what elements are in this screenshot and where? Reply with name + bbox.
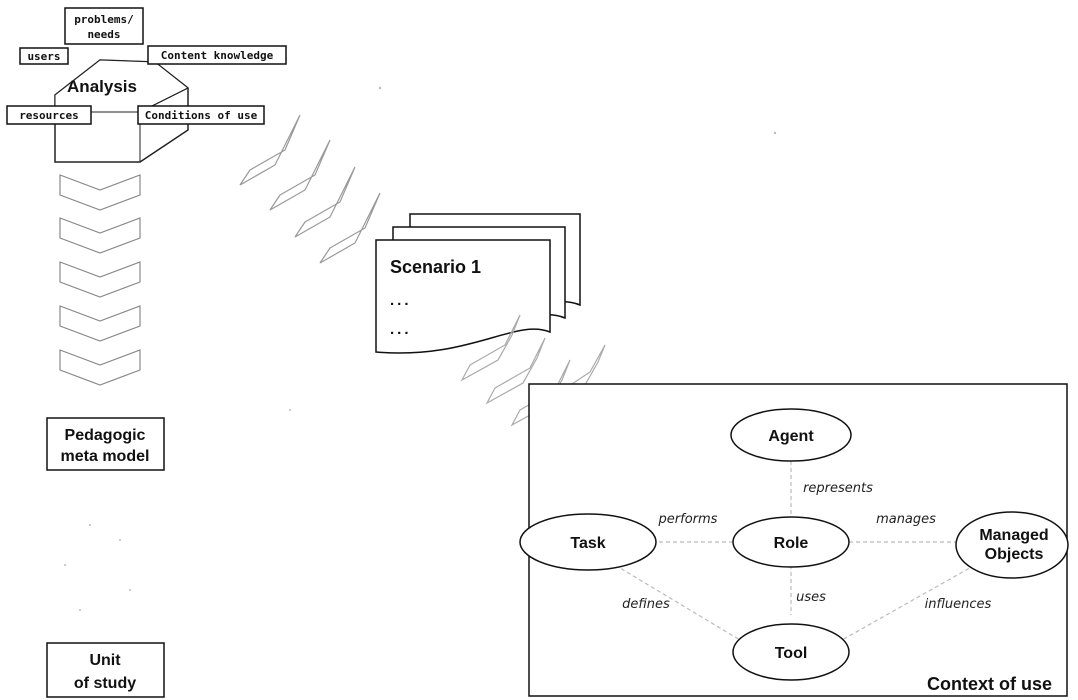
node-managed-objects-label-2: Objects [985,546,1044,563]
pedagogic-meta-model-box: Pedagogic meta model [46,417,165,471]
scenario-stack: Scenario 1 ... ... [375,213,581,354]
unit-of-study-label-1: Unit [89,652,121,669]
faint-dots [64,86,777,611]
facet-problems-label-1: problems/ [74,13,134,26]
unit-of-study-box: Unit of study [46,642,165,698]
node-task-label: Task [570,535,605,552]
node-tool: Tool [732,623,850,681]
node-managed-objects: Managed Objects [955,511,1069,579]
unit-of-study-label-2: of study [74,675,136,692]
facet-content-knowledge-label: Content knowledge [161,49,274,62]
relation-manages: manages [876,512,936,527]
scenario-line-2: ... [390,292,412,309]
scenario-line-3: ... [390,321,412,338]
relation-performs: performs [658,512,718,527]
node-role-label: Role [774,535,809,552]
vertical-chevron-flow [59,174,141,386]
analysis-title: Analysis [67,77,137,96]
facet-conditions-box: Conditions of use [137,105,265,125]
diagonal-chevron-flow-upper [239,114,381,264]
context-of-use-title: Context of use [927,674,1052,694]
facet-users-box: users [19,47,69,65]
relation-represents: represents [803,481,873,496]
facet-problems-box: problems/ needs [64,7,144,45]
scenario-title: Scenario 1 [390,257,481,277]
relation-defines: defines [622,597,670,612]
node-agent-label: Agent [768,428,814,445]
node-agent: Agent [730,408,852,462]
node-role: Role [732,516,850,568]
facet-resources-label: resources [19,109,79,122]
relation-influences: influences [925,597,992,612]
facet-resources-box: resources [6,105,92,125]
facet-content-knowledge-box: Content knowledge [147,45,287,65]
node-tool-label: Tool [775,645,808,662]
relationship-lines [614,461,976,641]
facet-users-label: users [27,50,60,63]
node-task: Task [519,513,657,571]
scenario-card [375,239,551,354]
pedagogic-label-2: meta model [61,448,150,465]
pedagogic-label-1: Pedagogic [65,427,146,444]
facet-problems-label-2: needs [87,28,120,41]
relation-uses: uses [796,590,826,605]
relationship-labels: represents performs manages defines uses… [622,481,991,612]
node-managed-objects-label-1: Managed [979,527,1048,544]
facet-conditions-label: Conditions of use [145,109,258,122]
